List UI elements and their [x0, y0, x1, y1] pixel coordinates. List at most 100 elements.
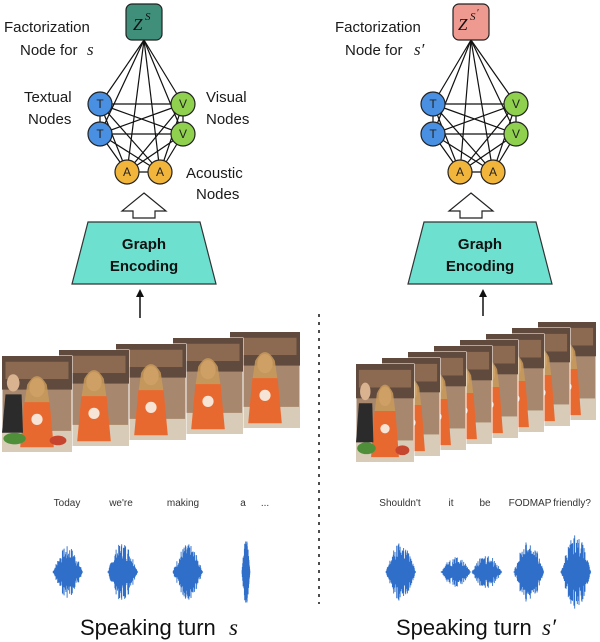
waveform-segment — [107, 544, 139, 600]
factor-node-prime: ′ — [477, 8, 479, 19]
factor-node-base: Z — [133, 15, 143, 34]
factor-edge — [99, 39, 145, 135]
transcript-word: it — [449, 498, 454, 509]
visual-node-letter: V — [179, 97, 187, 111]
factorization-label-line1: Factorization — [335, 19, 421, 36]
graph-encoding-block: Graph Encoding — [407, 221, 553, 285]
factor-node-superscript: S — [145, 11, 151, 23]
video-frame — [1, 355, 73, 453]
visual-node-letter: V — [512, 97, 520, 111]
acoustic-node: A — [114, 159, 140, 185]
factor-edge — [470, 39, 517, 105]
waveform-segment — [52, 546, 84, 598]
acoustic-node: A — [447, 159, 473, 185]
modality-edge — [99, 103, 184, 135]
audio-waveforms — [52, 541, 251, 603]
graph-edges — [99, 39, 184, 173]
graph-encoding-line2: Encoding — [446, 258, 514, 275]
textual-nodes-label-line2: Nodes — [28, 111, 71, 128]
visual-node-letter: V — [512, 127, 520, 141]
factor-edge — [470, 39, 517, 135]
textual-node: T — [87, 91, 113, 117]
video-frames — [355, 321, 597, 463]
textual-node-letter: T — [96, 97, 104, 111]
visual-nodes-label-line1: Visual — [206, 89, 247, 106]
graph-edges — [432, 39, 517, 173]
speaking-turn-caption: Speaking turn — [80, 615, 216, 640]
graph-encoding-line2: Encoding — [110, 258, 178, 275]
modality-edge — [432, 103, 494, 173]
modality-edge — [432, 103, 517, 135]
acoustic-node-letter: A — [489, 165, 497, 179]
speaking-turn-variable: s′ — [542, 615, 557, 640]
waveform-segment — [241, 541, 251, 603]
factorization-variable: s′ — [414, 40, 425, 59]
waveform-segment — [172, 544, 204, 600]
factor-edge — [126, 39, 145, 173]
factorization-label-line2: Node for — [20, 42, 78, 59]
visual-nodes-label-line2: Nodes — [206, 111, 249, 128]
textual-nodes-label-line1: Textual — [24, 89, 72, 106]
speaking-turn-variable: s — [229, 615, 238, 640]
visual-node: V — [503, 121, 529, 147]
hollow-up-arrow — [447, 192, 495, 219]
transcript-word: Shouldn't — [379, 498, 421, 509]
factor-edge — [459, 39, 472, 173]
video-frames — [1, 331, 301, 453]
acoustic-node-letter: A — [123, 165, 131, 179]
visual-node: V — [170, 121, 196, 147]
acoustic-node: A — [147, 159, 173, 185]
hollow-up-arrow — [120, 192, 168, 219]
waveform-segment — [513, 542, 545, 602]
textual-node-letter: T — [429, 127, 437, 141]
transcript-word: a — [240, 498, 246, 509]
factorization-node: Z S — [125, 3, 163, 41]
modality-nodes: T T V V A A — [420, 91, 529, 185]
turn-panel-right: Factorization Node for s′ Z S ′ T T V V A A G… — [335, 3, 597, 640]
textual-node: T — [420, 91, 446, 117]
acoustic-node-letter: A — [456, 165, 464, 179]
modality-edge — [99, 103, 161, 173]
visual-node: V — [503, 91, 529, 117]
transcript-word: FODMAP — [509, 498, 552, 509]
factorization-label-line2: Node for — [345, 42, 403, 59]
modality-nodes: T T V V A A — [87, 91, 196, 185]
factor-edge — [143, 39, 184, 135]
acoustic-node-letter: A — [156, 165, 164, 179]
graph-encoding-line1: Graph — [458, 236, 502, 253]
transcript-word: Today — [54, 498, 81, 509]
acoustic-nodes-label-line2: Nodes — [196, 186, 239, 203]
modality-edge — [126, 103, 184, 173]
graph-encoding-line1: Graph — [122, 236, 166, 253]
transcript-word: we're — [108, 498, 133, 509]
waveform-segment — [471, 556, 503, 588]
factor-node-superscript: S — [470, 11, 476, 23]
textual-node: T — [420, 121, 446, 147]
acoustic-node: A — [480, 159, 506, 185]
factor-edge — [470, 39, 494, 173]
factor-node-base: Z — [458, 15, 468, 34]
visual-node-letter: V — [179, 127, 187, 141]
audio-waveforms — [385, 535, 592, 609]
turn-panel-left: Factorization Node for s Textual Nodes V… — [1, 3, 301, 640]
factorization-node: Z S ′ — [452, 3, 490, 41]
input-arrow — [136, 289, 144, 318]
factor-edge — [143, 39, 161, 173]
transcript-word: ... — [261, 498, 269, 509]
textual-node-letter: T — [429, 97, 437, 111]
factor-edge — [99, 39, 145, 105]
acoustic-nodes-label-line1: Acoustic — [186, 165, 243, 182]
waveform-segment — [385, 543, 417, 601]
waveform-segment — [560, 535, 592, 609]
modality-edge — [459, 103, 517, 173]
video-frame — [355, 363, 415, 463]
textual-node-letter: T — [96, 127, 104, 141]
waveform-segment — [440, 557, 472, 587]
speaking-turn-caption: Speaking turn — [396, 615, 532, 640]
textual-node: T — [87, 121, 113, 147]
transcript-word: friendly? — [553, 498, 591, 509]
graph-encoding-block: Graph Encoding — [71, 221, 217, 285]
